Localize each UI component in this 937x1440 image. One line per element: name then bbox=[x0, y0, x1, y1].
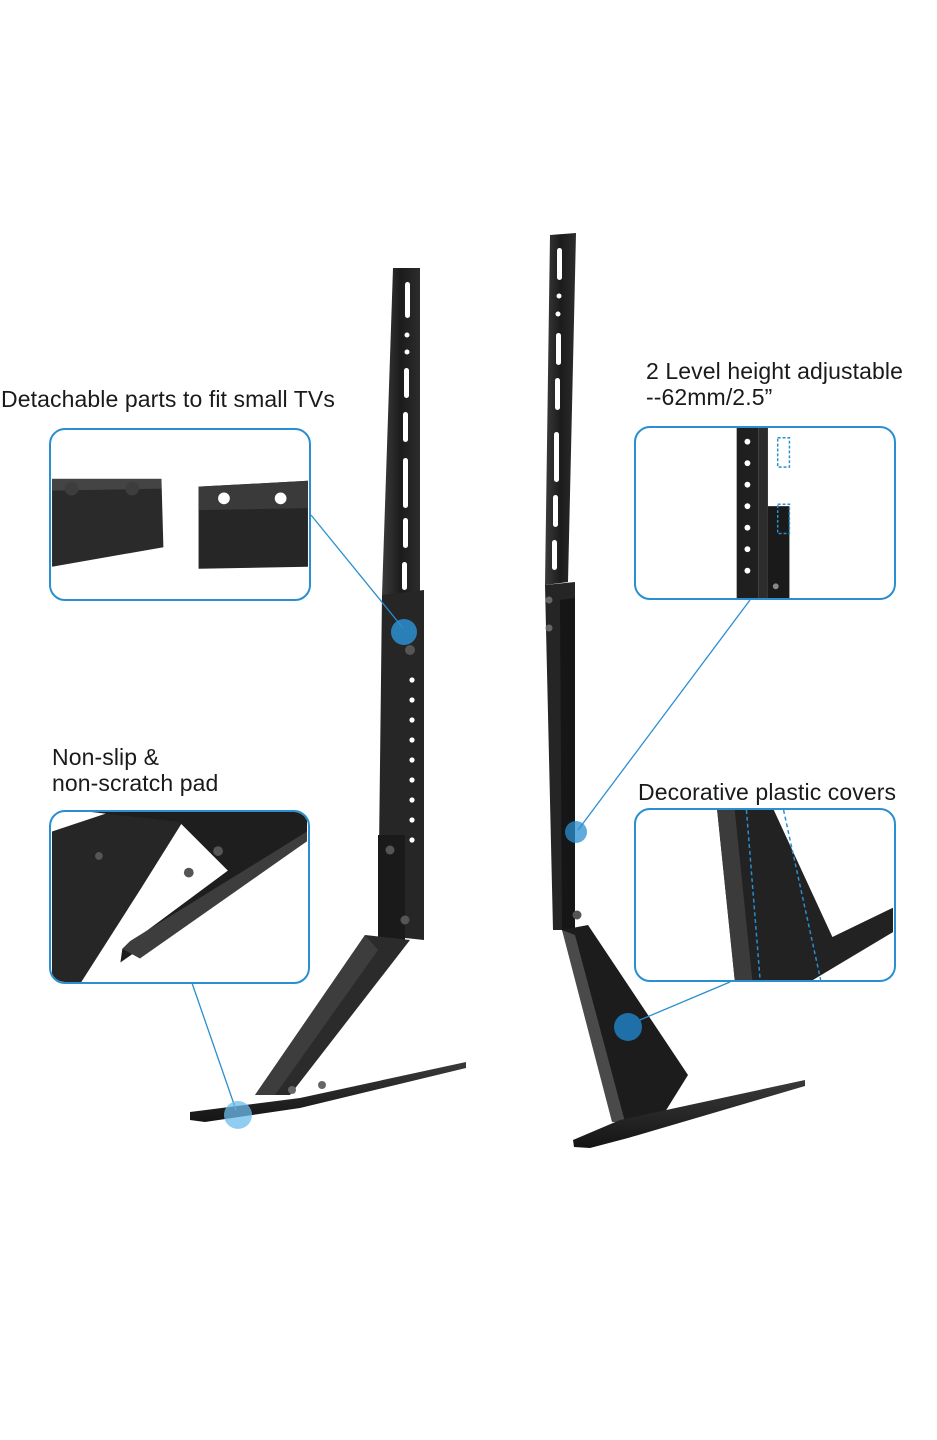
plastic-covers-caption: Decorative plastic covers bbox=[638, 779, 896, 805]
left-stand bbox=[190, 268, 466, 1122]
height-caption-line1: 2 Level height adjustable bbox=[646, 358, 903, 384]
detachable-brackets-image bbox=[52, 478, 308, 569]
covers-caption-text: Decorative plastic covers bbox=[638, 779, 897, 805]
height-caption-line2: --62mm/2.5” bbox=[646, 384, 773, 410]
cover-point-dot bbox=[614, 1013, 642, 1041]
plastic-covers-zoom bbox=[634, 808, 896, 982]
pad-foot-image bbox=[52, 812, 308, 982]
height-adjustable-caption: 2 Level height adjustable --62mm/2.5” bbox=[646, 358, 903, 410]
plastic-cover-image bbox=[717, 810, 893, 980]
height-adjust-zoom bbox=[634, 426, 896, 600]
detachable-parts-zoom bbox=[49, 428, 311, 601]
leader-lines bbox=[191, 514, 751, 1111]
pad-caption-line1: Non-slip & bbox=[52, 744, 160, 770]
detachable-parts-caption: Detachable parts to fit small TVs bbox=[1, 386, 335, 412]
pad-caption-line2: non-scratch pad bbox=[52, 770, 219, 796]
pad-point-dot bbox=[224, 1101, 252, 1129]
non-slip-pad-caption: Non-slip & non-scratch pad bbox=[52, 744, 218, 796]
detachable-parts-text: Detachable parts to fit small TVs bbox=[1, 386, 335, 412]
non-slip-pad-zoom bbox=[49, 810, 310, 984]
height-adjust-image bbox=[736, 428, 791, 598]
height-point-dot bbox=[565, 821, 587, 843]
detach-point-dot bbox=[391, 619, 417, 645]
